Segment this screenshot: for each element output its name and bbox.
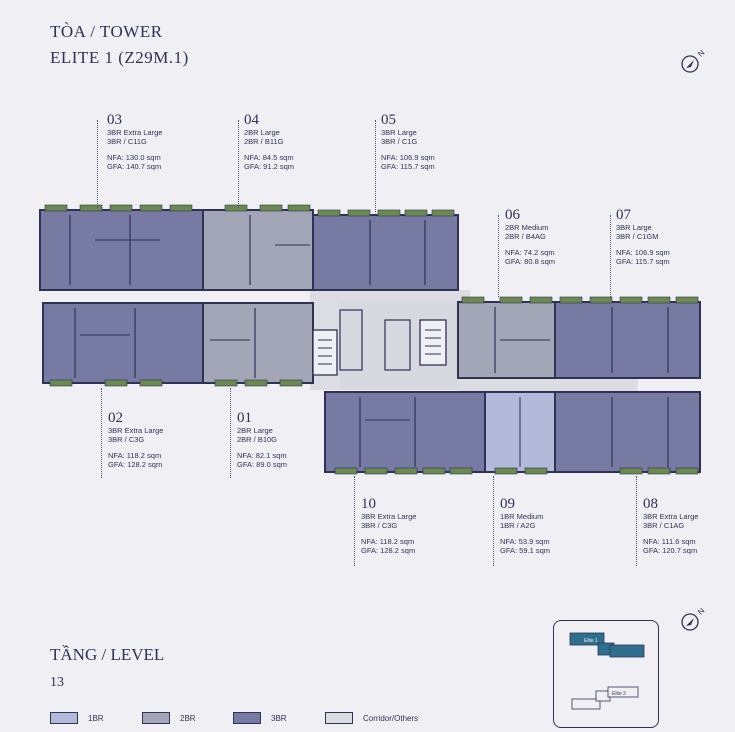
balcony-planters bbox=[44, 204, 699, 475]
key-plan-map: Elite 1 Elite 2 bbox=[569, 632, 645, 710]
unit-07-shape bbox=[554, 301, 701, 379]
corridor-east bbox=[458, 378, 638, 392]
unit-02-shape bbox=[42, 302, 204, 384]
legend-2br: 2BR bbox=[142, 712, 196, 724]
north-compass-icon: N bbox=[681, 48, 707, 73]
unit-04-shape bbox=[202, 209, 314, 291]
legend-swatch bbox=[142, 712, 170, 724]
leader-03 bbox=[97, 120, 98, 208]
leader-04 bbox=[238, 120, 239, 208]
key-plan-elite1-label: Elite 1 bbox=[584, 638, 598, 644]
unit-09-shape bbox=[484, 391, 556, 473]
svg-text:N: N bbox=[696, 606, 707, 617]
unit-01-shape bbox=[202, 302, 314, 384]
elite-1-block: Elite 1 bbox=[569, 632, 645, 658]
unit-06-shape bbox=[457, 301, 556, 379]
unit-05-shape bbox=[312, 214, 459, 291]
north-compass-icon: N bbox=[681, 606, 707, 631]
legend-corridor: Corridor/Others bbox=[325, 712, 418, 724]
leader-07 bbox=[610, 215, 611, 297]
leader-09 bbox=[493, 476, 494, 566]
svg-text:N: N bbox=[696, 48, 707, 59]
stair-core-left bbox=[312, 329, 338, 376]
leader-06 bbox=[498, 215, 499, 297]
leader-08 bbox=[636, 476, 637, 566]
key-plan: Elite 1 Elite 2 bbox=[553, 620, 659, 728]
unit-03-shape bbox=[39, 209, 204, 291]
legend-swatch bbox=[50, 712, 78, 724]
unit-10-shape bbox=[324, 391, 486, 473]
legend-3br: 3BR bbox=[233, 712, 287, 724]
elite-2-block: Elite 2 bbox=[571, 686, 639, 710]
legend-1br: 1BR bbox=[50, 712, 104, 724]
tower-label: TÒA / TOWER bbox=[50, 22, 163, 41]
level-number: 13 bbox=[50, 675, 64, 690]
level-label: TẦNG / LEVEL bbox=[50, 645, 165, 664]
leader-10 bbox=[354, 476, 355, 566]
stair-core-right bbox=[419, 319, 447, 366]
key-plan-elite2-label: Elite 2 bbox=[612, 691, 626, 697]
unit-08-shape bbox=[554, 391, 701, 473]
legend-swatch bbox=[233, 712, 261, 724]
legend-swatch bbox=[325, 712, 353, 724]
leader-02 bbox=[101, 388, 102, 478]
leader-01 bbox=[230, 388, 231, 478]
leader-05 bbox=[375, 120, 376, 212]
tower-name: ELITE 1 (Z29M.1) bbox=[50, 48, 189, 67]
